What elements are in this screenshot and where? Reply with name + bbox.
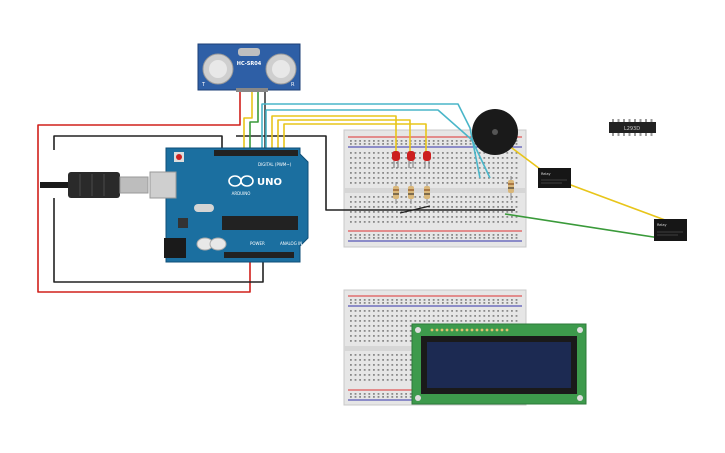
led-icon [392,151,400,168]
sensor-left-mark: T [201,82,206,88]
lcd-header-pins [430,328,509,332]
arduino-digital-label: DIGITAL (PWM~) [258,162,292,167]
arduino-brand-label: ARDUINO [232,191,251,196]
led-icon [407,151,415,168]
sensor-right-mark: R [291,82,295,88]
ic-chip-pins [612,119,653,136]
wire-red-5v [37,90,251,293]
wire-yellow-led-2 [277,119,411,153]
resistor-icon [393,182,399,204]
ultrasonic-eye-icon [202,53,297,85]
wire-yellow-led-1 [271,115,397,153]
resistor-icon [424,182,430,204]
wires [37,90,666,293]
arduino-analog-label: ANALOG IN [280,241,302,246]
wire-cyan-buzzer-2 [265,109,491,179]
usb-cable-icon [40,172,149,198]
resistor-group [393,176,514,204]
arduino-logo-right [240,175,254,187]
led-group [392,151,431,168]
wire-black-gnd-loop [53,198,264,283]
lcd-display[interactable] [411,323,587,405]
lcd-screen [427,342,571,388]
wire-black-gnd-top [53,135,223,150]
resistor-icon [508,176,514,200]
wire-black-breadboard [236,135,515,211]
relay-a[interactable]: Relay [538,168,571,188]
sensor-model-label: HC-SR04 [237,61,262,67]
ic-chip[interactable]: L293D [609,119,656,136]
arduino-uno-board[interactable]: UNO ARDUINO DIGITAL (PWM~) POWER ANALOG … [149,147,309,263]
relay-b[interactable]: Relay [654,219,687,241]
wire-yellow-led-3 [283,123,427,153]
wire-yellow-trig [243,90,253,150]
relay-a-label: Relay [541,172,551,176]
arduino-uno-label: UNO [257,177,282,188]
resistor-icon [408,182,414,204]
ic-chip-label: L293D [624,126,640,132]
arduino-power-label: POWER [250,241,265,246]
wire-green-relay [504,213,661,239]
relay-b-label: Relay [657,223,667,227]
led-icon [423,151,431,168]
wire-yellow-relay [507,144,666,221]
buzzer-icon[interactable] [472,109,518,155]
ultrasonic-sensor[interactable]: HC-SR04 T R [197,43,301,92]
wire-green-echo [249,90,259,150]
wire-black-short [399,205,431,214]
